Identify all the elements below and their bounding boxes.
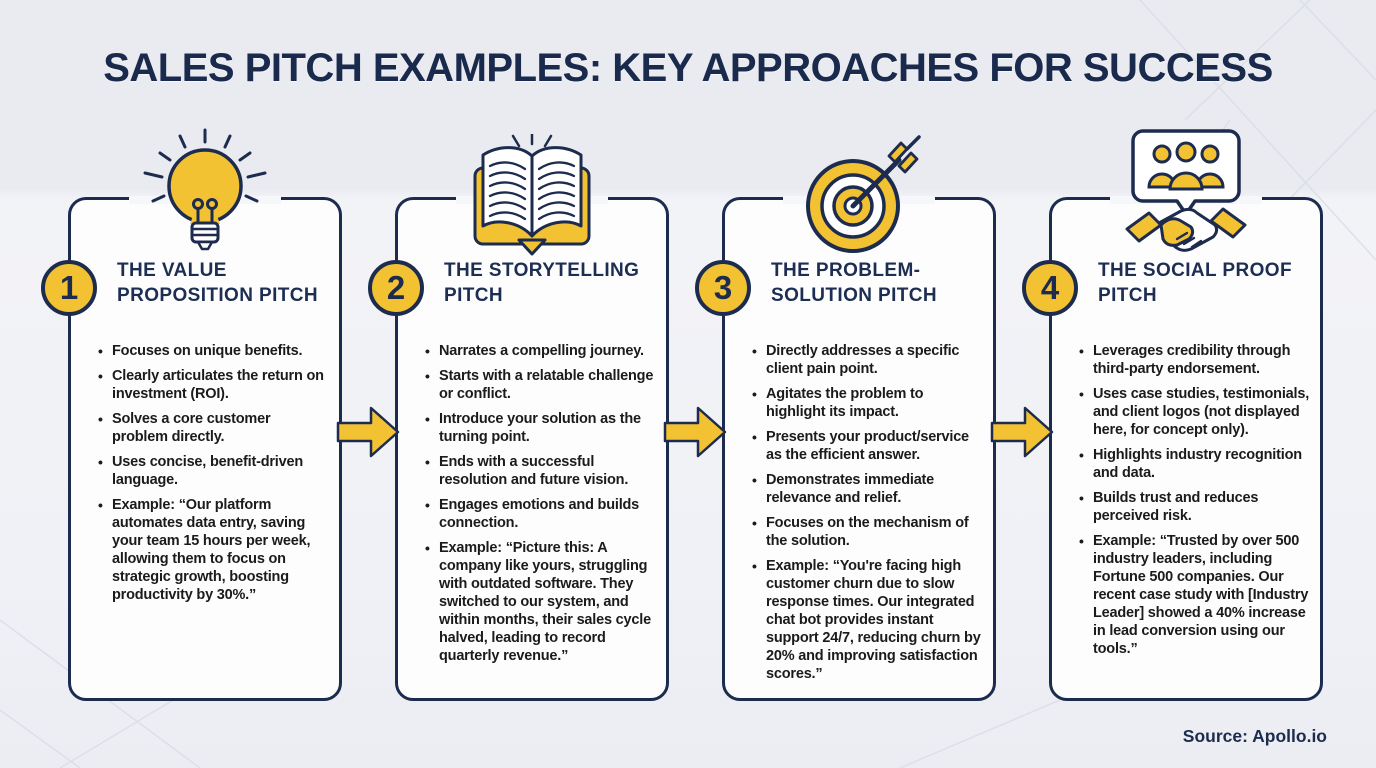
- step-number-badge: 3: [695, 260, 751, 316]
- bullet-item: Introduce your solution as the turning p…: [424, 410, 657, 446]
- card-storytelling: 2 THE STORYTELLING PITCH Narrates a comp…: [368, 132, 669, 701]
- bullet-item: Uses case studies, testimonials, and cli…: [1078, 385, 1311, 439]
- bullet-item: Demonstrates immediate relevance and rel…: [751, 471, 984, 507]
- flow-arrow-icon: [990, 406, 1054, 458]
- open-book-icon: [457, 132, 607, 263]
- card-title: THE SOCIAL PROOF PITCH: [1098, 260, 1292, 306]
- bullet-item: Uses concise, benefit-driven language.: [97, 453, 330, 489]
- bullet-item: Leverages credibility through third-part…: [1078, 342, 1311, 378]
- social-proof-handshake-icon: [1111, 127, 1261, 266]
- bullet-item: Example: “Trusted by over 500 industry l…: [1078, 532, 1311, 658]
- bullet-item: Clearly articulates the return on invest…: [97, 367, 330, 403]
- target-arrow-icon: [793, 130, 925, 263]
- source-attribution: Source: Apollo.io: [1182, 726, 1327, 746]
- bullet-list: Leverages credibility through third-part…: [1078, 342, 1311, 665]
- bullet-list: Directly addresses a specific client pai…: [751, 342, 984, 690]
- step-number-badge: 1: [41, 260, 97, 316]
- card-value-proposition: 1 THE VALUE PROPOSITION PITCH Focuses on…: [41, 128, 342, 701]
- lightbulb-icon: [135, 128, 275, 259]
- card-problem-solution: 3 THE PROBLEM-SOLUTION PITCH Directly ad…: [695, 135, 996, 701]
- bullet-item: Highlights industry recognition and data…: [1078, 446, 1311, 482]
- bullet-list: Narrates a compelling journey. Starts wit…: [424, 342, 657, 672]
- bullet-item: Narrates a compelling journey.: [424, 342, 657, 360]
- bullet-item: Directly addresses a specific client pai…: [751, 342, 984, 378]
- flow-arrow-icon: [336, 406, 400, 458]
- bullet-item: Agitates the problem to highlight its im…: [751, 385, 984, 421]
- flow-arrow-icon: [663, 406, 727, 458]
- bullet-item: Ends with a successful resolution and fu…: [424, 453, 657, 489]
- step-number-badge: 2: [368, 260, 424, 316]
- bullet-item: Engages emotions and builds connection.: [424, 496, 657, 532]
- card-title: THE STORYTELLING PITCH: [444, 260, 640, 306]
- card-social-proof: 4 THE SOCIAL PROOF PITCH Leverages credi…: [1022, 129, 1323, 701]
- bullet-item: Focuses on the mechanism of the solution…: [751, 514, 984, 550]
- bullet-item: Example: “Picture this: A company like y…: [424, 539, 657, 665]
- step-number-badge: 4: [1022, 260, 1078, 316]
- bullet-item: Example: “You're facing high customer ch…: [751, 557, 984, 683]
- bullet-list: Focuses on unique benefits. Clearly artic…: [97, 342, 330, 611]
- page-title: SALES PITCH EXAMPLES: KEY APPROACHES FOR…: [103, 46, 1273, 90]
- bullet-item: Solves a core customer problem directly.: [97, 410, 330, 446]
- bullet-item: Focuses on unique benefits.: [97, 342, 330, 360]
- bullet-item: Presents your product/service as the eff…: [751, 428, 984, 464]
- bullet-item: Starts with a relatable challenge or con…: [424, 367, 657, 403]
- card-title: THE VALUE PROPOSITION PITCH: [117, 260, 319, 306]
- bullet-item: Builds trust and reduces perceived risk.: [1078, 489, 1311, 525]
- bullet-item: Example: “Our platform automates data en…: [97, 496, 330, 604]
- card-title: THE PROBLEM-SOLUTION PITCH: [771, 260, 938, 306]
